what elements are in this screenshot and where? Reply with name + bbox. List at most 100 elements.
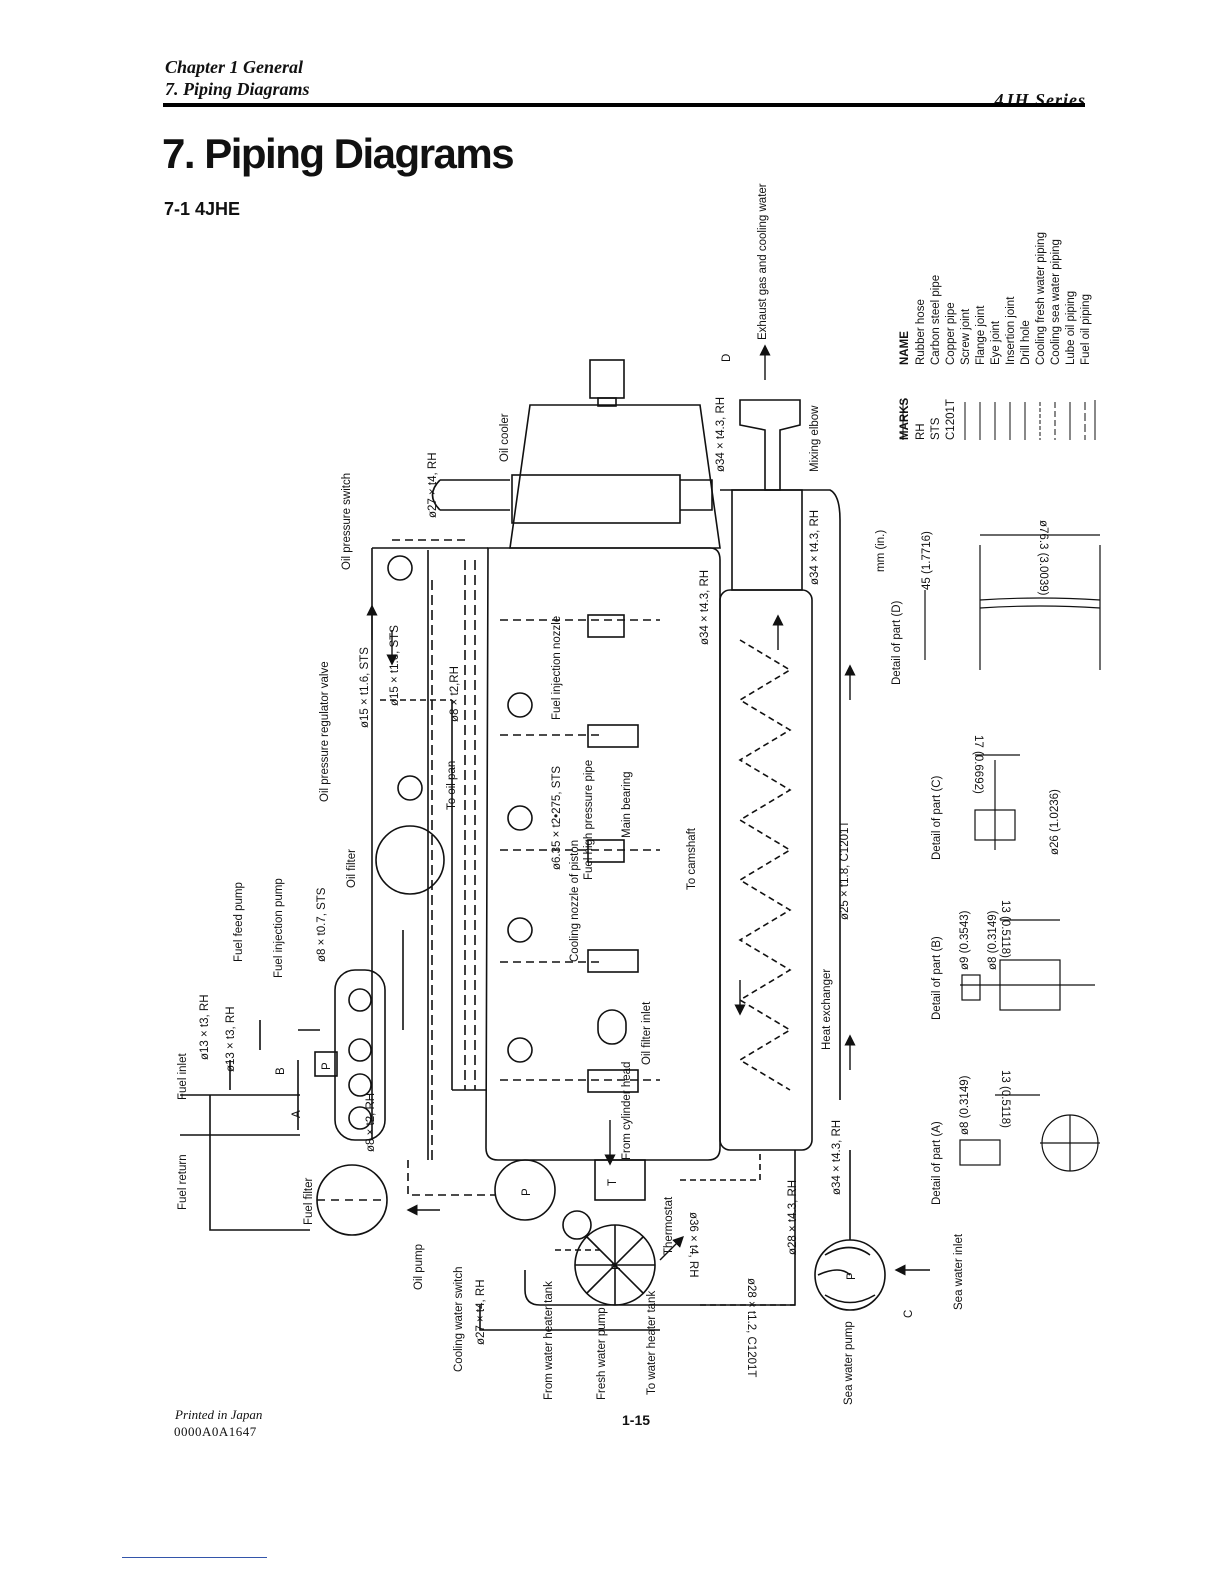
label-pipe-15-a: ø15 × t1.6, STS xyxy=(359,647,371,728)
legend-name-header: NAME xyxy=(899,331,911,365)
footer-printed: Printed in Japan xyxy=(175,1407,263,1422)
legend-table xyxy=(902,400,1096,440)
label-oil-pressure-switch: Oil pressure switch xyxy=(341,473,353,570)
legend-text: MARKS NAME RH STS C1201T Rubber hose Car… xyxy=(899,232,1092,440)
label-to-heater: To water heater tank xyxy=(646,1291,658,1395)
label-fuel-injection-pump: Fuel injection pump xyxy=(273,878,285,978)
legend-mark-1: STS xyxy=(930,417,942,440)
legend-name-5: Eye joint xyxy=(990,320,1002,365)
detail-c-title: Detail of part (C) xyxy=(931,775,943,860)
label-pipe-36: ø36 × t4, RH xyxy=(687,1212,699,1278)
detail-a-dim1: ø8 (0.3149) xyxy=(959,1075,971,1135)
engine-block xyxy=(485,547,721,1161)
header-section: 7. Piping Diagrams xyxy=(165,79,310,99)
label-pipe-25: ø25 × t1.8, C1201T xyxy=(839,821,851,920)
label-pipe-13-a: ø13 × t3, RH xyxy=(199,994,211,1060)
label-heat-exchanger: Heat exchanger xyxy=(821,969,833,1050)
detail-d-title: Detail of part (D) xyxy=(891,600,903,685)
label-pipe-8-07: ø8 × t0.7, STS xyxy=(316,887,328,962)
legend-name-8: Cooling fresh water piping xyxy=(1035,232,1047,365)
label-fuel-high-pressure: Fuel high pressure pipe xyxy=(583,760,595,880)
label-pipe-28-c: ø28 × t1.2, C1201T xyxy=(745,1278,757,1377)
legend-name-2: Copper pipe xyxy=(945,302,957,365)
footer-code: 0000A0A1647 xyxy=(174,1424,257,1439)
label-to-oil-pan: To oil pan xyxy=(446,761,458,810)
oil-cooler-core xyxy=(511,474,681,524)
legend-name-3: Screw joint xyxy=(960,308,972,365)
label-pipe-34-mid: ø34 × t4.3, RH xyxy=(699,570,711,645)
label-fuel-injection-nozzle: Fuel injection nozzle xyxy=(551,616,563,720)
section-title: 7-1 4JHE xyxy=(164,199,241,219)
legend-name-6: Insertion joint xyxy=(1005,296,1017,365)
oil-pressure-switch xyxy=(387,555,413,581)
label-a-mark: A xyxy=(291,1110,303,1118)
legend-name-4: Flange joint xyxy=(975,305,987,365)
label-pipe-27-low: ø27 × t4, RH xyxy=(475,1279,487,1345)
label-to-camshaft: To camshaft xyxy=(686,827,698,890)
label-pipe-34-mid2: ø34 × t4.3, RH xyxy=(809,510,821,585)
diagram-labels: Exhaust gas and cooling water D ø34 × t4… xyxy=(177,183,965,1405)
legend-name-7: Drill hole xyxy=(1020,320,1032,365)
label-sea-water-inlet: Sea water inlet xyxy=(953,1233,965,1310)
label-mixing-elbow: Mixing elbow xyxy=(809,405,821,472)
label-oil-cooler: Oil cooler xyxy=(499,413,511,462)
oil-cooler xyxy=(509,404,721,549)
detail-a-dim2: 13 (0.5118) xyxy=(999,1070,1011,1128)
label-thermostat: Thermostat xyxy=(663,1196,675,1255)
label-p-mark: P xyxy=(321,1062,333,1070)
label-sea-water-pump: Sea water pump xyxy=(843,1321,855,1405)
heat-exchanger-coil xyxy=(738,639,792,1091)
label-pipe-28-rh: ø28 × t4.3, RH xyxy=(787,1180,799,1255)
legend-mark-2: C1201T xyxy=(945,399,957,440)
legend-mark-0: RH xyxy=(915,423,927,440)
label-pipe-15-b: ø15 × t1.6, STS xyxy=(389,625,401,706)
label-fuel-feed-pump: Fuel feed pump xyxy=(233,882,245,962)
label-pump-p3: P xyxy=(846,1272,858,1280)
detail-b-dim3: 13 (0.5118) xyxy=(999,900,1011,958)
label-cooling-nozzle: Cooling nozzle of piston xyxy=(569,840,581,962)
detail-c-dim2: ø26 (1.0236) xyxy=(1049,789,1061,855)
oil-pressure-regulator xyxy=(397,775,423,801)
label-fresh-water-pump: Fresh water pump xyxy=(596,1307,608,1400)
legend-name-11: Fuel oil piping xyxy=(1080,294,1092,365)
label-pipe-635: ø6.35 × t2•275, STS xyxy=(551,766,563,870)
label-oil-filter: Oil filter xyxy=(346,849,358,888)
oil-filter xyxy=(375,825,445,895)
label-pipe-27-top: ø27 × t4, RH xyxy=(427,452,439,518)
detail-a-title: Detail of part (A) xyxy=(931,1121,943,1205)
detail-d-dim2: ø76.3 (3.0039) xyxy=(1037,520,1049,596)
label-oil-pressure-regulator: Oil pressure regulator valve xyxy=(319,661,331,802)
label-pump-p2: P xyxy=(611,1262,623,1270)
label-t-mark: T xyxy=(607,1179,619,1186)
detail-units: mm (in.) xyxy=(875,530,887,572)
label-fuel-return: Fuel return xyxy=(177,1154,189,1210)
fuel-injection-pump xyxy=(334,969,386,1141)
detail-b-dim1: ø9 (0.3543) xyxy=(959,910,971,970)
label-oil-pump: Oil pump xyxy=(413,1244,425,1290)
header-chapter: Chapter 1 General xyxy=(165,57,304,77)
label-pipe-13-b: ø13 × t3, RH xyxy=(225,1006,237,1072)
label-pipe-34-top: ø34 × t4.3, RH xyxy=(715,397,727,472)
footer-page-number: 1-15 xyxy=(622,1412,651,1428)
label-pump-p1: P xyxy=(521,1188,533,1196)
detail-drawings xyxy=(924,534,1101,1172)
label-from-cyl-head: From cylinder head xyxy=(621,1062,633,1160)
mixing-elbow xyxy=(739,399,801,491)
header-rule xyxy=(163,103,1085,107)
fuel-feed-pump xyxy=(314,1051,338,1077)
label-pipe-34-low: ø34 × t4.3, RH xyxy=(831,1120,843,1195)
label-oil-filter-inlet: Oil filter inlet xyxy=(641,1001,653,1065)
oil-pump xyxy=(494,1159,556,1221)
thermostat xyxy=(594,1159,646,1201)
label-fuel-filter: Fuel filter xyxy=(303,1178,315,1225)
legend-marks-header: MARKS xyxy=(899,398,911,440)
detail-c-dim1: 17 (0.6692) xyxy=(972,735,984,794)
label-b-mark: B xyxy=(275,1067,287,1075)
oil-cap xyxy=(589,359,625,399)
legend-name-1: Carbon steel pipe xyxy=(930,275,942,365)
heat-exchanger-body xyxy=(719,589,813,1151)
label-exhaust: Exhaust gas and cooling water xyxy=(757,183,769,340)
label-c-mark: C xyxy=(903,1310,915,1318)
label-pipe-8-12-rh2: ø8 × t2, RH xyxy=(365,1093,377,1152)
